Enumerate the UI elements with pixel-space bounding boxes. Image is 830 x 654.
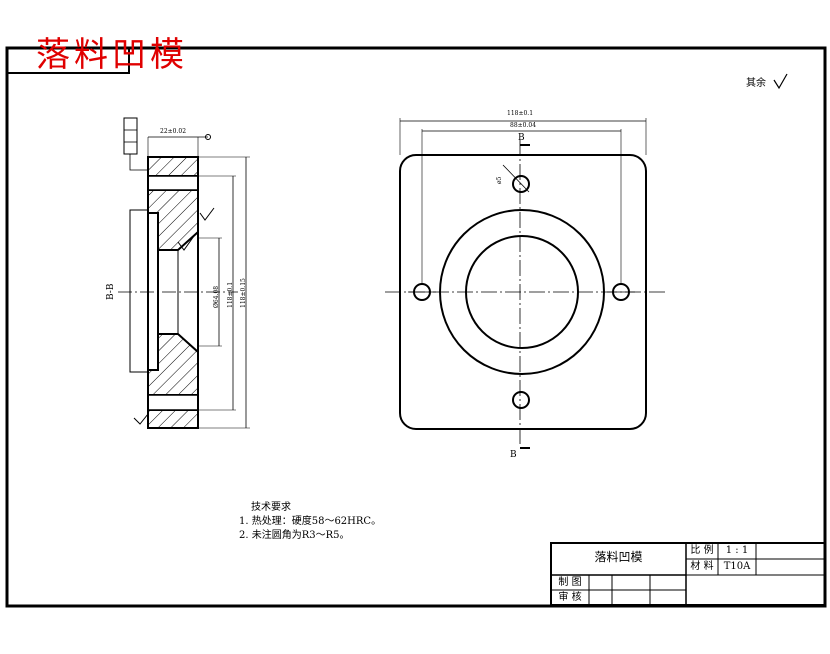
tech-req-heading: 技术要求 [251, 502, 291, 513]
sheet-border [5, 46, 827, 608]
tb-scale-value: 1 : 1 [725, 545, 749, 556]
tech-req-item-2: 2. 未注圆角为R3～R5。 [239, 530, 350, 541]
dim-hole-span: 118±0.1 [227, 281, 234, 308]
surface-note: 其余 [746, 78, 766, 89]
corner-box [6, 47, 130, 74]
tech-req-item-1: 1. 热处理：硬度58～62HRC。 [239, 516, 382, 527]
tb-part-name: 落料凹模 [594, 550, 643, 564]
section-view [118, 117, 250, 429]
tb-material-label: 材 料 [690, 561, 714, 572]
tb-material-value: T10A [723, 561, 751, 572]
dim-die-dia: Ø64.08 [213, 285, 220, 308]
title-block [550, 542, 826, 606]
tb-drawn-label: 制 图 [558, 577, 582, 588]
section-mark-bottom: B [510, 450, 517, 460]
tb-checked-label: 审 核 [558, 592, 582, 603]
outer-ring [439, 209, 605, 375]
top-view [385, 73, 788, 449]
dim-outer: 118±0.15 [240, 278, 247, 308]
dim-thickness: 22±0.02 [160, 128, 187, 135]
section-mark-top: B [518, 133, 525, 143]
tb-scale-label: 比 例 [690, 545, 714, 556]
dim-top-outer: 118±0.1 [507, 110, 534, 117]
dim-top-hole-span: 88±0.04 [510, 122, 537, 129]
dim-small-hole: ø5 [496, 176, 503, 184]
stamp-title: 落料凹模 [36, 35, 188, 75]
die-opening [465, 235, 579, 349]
section-label: B-B [106, 283, 116, 300]
